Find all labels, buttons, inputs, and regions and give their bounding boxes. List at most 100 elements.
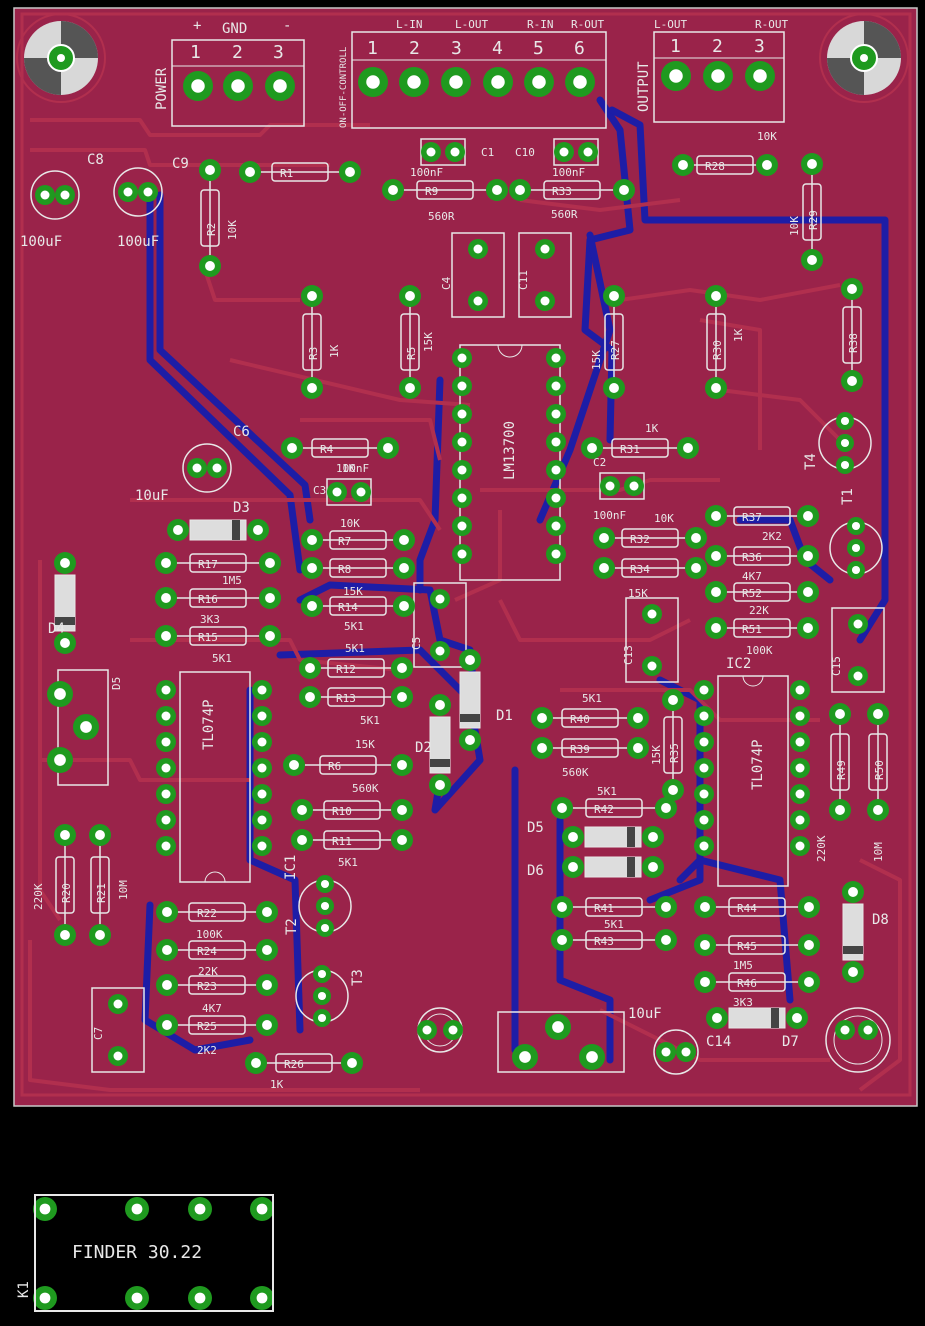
part-r9-value: 560R [428, 210, 455, 223]
pad [801, 249, 823, 271]
pad [391, 754, 413, 776]
part-r38-ref: R38 [847, 333, 860, 353]
pad [867, 703, 889, 725]
pad [546, 460, 566, 480]
resistor-r26 [256, 1053, 352, 1073]
pad [546, 404, 566, 424]
pad [551, 929, 573, 951]
part-r51-value: 100K [746, 644, 773, 657]
part-r7-ref: R7 [338, 535, 351, 548]
power-top-label-3: - [283, 18, 291, 34]
part-r5-ref: R5 [405, 347, 418, 360]
pad [705, 505, 727, 527]
part-r26-ref: R26 [284, 1058, 304, 1071]
power-name: POWER [154, 67, 170, 110]
resistor-r49 [830, 714, 850, 810]
part-r17-ref: R17 [198, 558, 218, 571]
ic-ic2-designator: IC2 [726, 656, 751, 672]
pad [188, 1286, 212, 1310]
part-c2-value: 100nF [593, 509, 626, 522]
resistor-r11 [302, 830, 402, 850]
resistor-r17 [166, 553, 270, 573]
part-c8-ref: C8 [87, 152, 104, 168]
resistor-r40 [542, 708, 638, 728]
pad [316, 875, 334, 893]
pad [452, 432, 472, 452]
pad [54, 924, 76, 946]
part-r25-value: 2K2 [197, 1044, 217, 1057]
resistor-r20 [55, 835, 75, 935]
part-r46-value: 3K3 [733, 996, 753, 1009]
diode-d6 [584, 856, 642, 878]
pad [187, 458, 207, 478]
part-r34-value: 15K [628, 587, 648, 600]
resistor-r16 [166, 588, 270, 608]
pad [299, 686, 321, 708]
pad [299, 657, 321, 679]
pad [847, 517, 865, 535]
pad [199, 159, 221, 181]
pad [483, 67, 513, 97]
pad [685, 527, 707, 549]
part-c9-ref: C9 [172, 156, 189, 172]
pad [445, 142, 465, 162]
pad [452, 488, 472, 508]
resistor-r2 [200, 170, 220, 266]
part-d1-ref: D1 [496, 708, 513, 724]
pad [156, 784, 176, 804]
pad [656, 1042, 676, 1062]
pad [551, 797, 573, 819]
pad [835, 1020, 855, 1040]
pad [593, 557, 615, 579]
resistor-r13 [310, 687, 402, 707]
pad [452, 516, 472, 536]
part-r44-ref: R44 [737, 902, 757, 915]
pad [694, 732, 714, 752]
part-d2-ref: D2 [415, 740, 432, 756]
pad [313, 987, 331, 1005]
part-r29-value: 10K [788, 216, 801, 236]
pad [798, 934, 820, 956]
part-c13-ref: C13 [622, 645, 635, 665]
pad [377, 437, 399, 459]
pad [847, 561, 865, 579]
part-r14-ref: R14 [338, 601, 358, 614]
pad [459, 649, 481, 671]
pad [399, 377, 421, 399]
pad [486, 179, 508, 201]
ic-ic1: TL074P IC1 [179, 671, 299, 883]
capacitor-c14 [653, 1029, 699, 1075]
resistor-r21 [90, 835, 110, 935]
pad [603, 285, 625, 307]
part-r14-value: 5K1 [344, 620, 364, 633]
ic-ic2: TL074P IC2 [717, 656, 789, 887]
pad [138, 182, 158, 202]
part-c7-ref: C7 [92, 1027, 105, 1040]
part-r31-ref: R31 [620, 443, 640, 456]
resistor-r10 [302, 800, 402, 820]
pad [662, 779, 684, 801]
pad [797, 617, 819, 639]
part-r7-value: 10K [340, 517, 360, 530]
diode-d5 [584, 826, 642, 848]
output-pin-3: 3 [754, 36, 765, 57]
part-r22-ref: R22 [197, 907, 217, 920]
pad [156, 758, 176, 778]
pad [579, 1044, 605, 1070]
pad [677, 437, 699, 459]
part-r49-ref: R49 [835, 760, 848, 780]
pad [351, 482, 371, 502]
pad [399, 67, 429, 97]
pad [593, 527, 615, 549]
pad [565, 67, 595, 97]
relay-k1: FINDER 30.22 K1 [16, 1194, 274, 1312]
pad [551, 896, 573, 918]
resistor-r14 [312, 596, 404, 616]
part-r10-ref: R10 [332, 805, 352, 818]
resistor-r25 [167, 1015, 267, 1035]
pad [391, 799, 413, 821]
resistor-r34 [604, 558, 696, 578]
pad [301, 529, 323, 551]
part-r2-ref: R2 [205, 223, 218, 236]
part-r21-ref: R21 [95, 883, 108, 903]
